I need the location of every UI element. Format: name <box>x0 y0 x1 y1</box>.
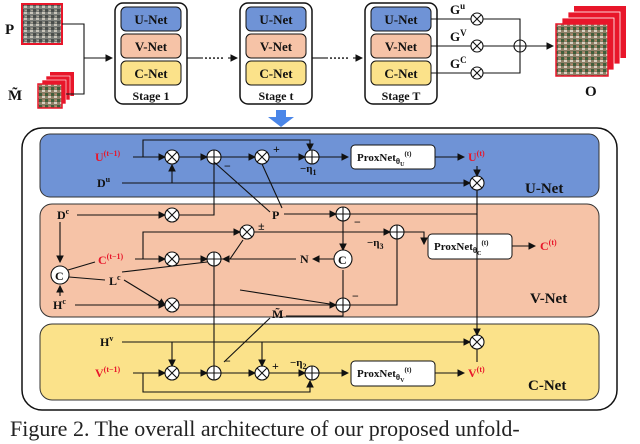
svg-text:ProxNetθC(t): ProxNetθC(t) <box>434 239 489 257</box>
svg-text:V-Net: V-Net <box>260 39 293 54</box>
u-sum-2 <box>304 149 320 165</box>
svg-text:+: + <box>272 359 279 373</box>
eta1-label: −η1 <box>300 163 317 177</box>
ms-image-stack <box>37 72 74 109</box>
c-sum-1 <box>206 365 222 381</box>
gate-u-label: Gu <box>450 1 465 17</box>
v-sum-3 <box>389 224 405 240</box>
v-mul-2 <box>164 251 180 267</box>
v-next-label: V(t) <box>468 365 485 380</box>
svg-text:−: − <box>224 354 231 368</box>
svg-text:C-Net: C-Net <box>259 66 293 81</box>
vnet-panel <box>39 203 600 318</box>
svg-text:V-Net: V-Net <box>135 39 168 54</box>
svg-text:−: − <box>224 159 231 173</box>
p-label: P <box>272 208 279 222</box>
ellipsis-1: ····· <box>204 51 224 65</box>
v-sum-1 <box>335 206 351 222</box>
svg-text:ProxNetθV(t): ProxNetθV(t) <box>357 366 412 384</box>
u-sum-1 <box>206 149 222 165</box>
output-o-label: O <box>585 84 597 100</box>
staget-cnet-block <box>245 60 307 86</box>
c-next-label: C(t) <box>540 238 557 253</box>
expand-arrow-icon <box>268 110 294 127</box>
vnet-panel-title: V-Net <box>530 291 567 307</box>
unet-panel <box>39 133 600 198</box>
m-tilde-label: M̃ <box>272 307 283 321</box>
prox-c-box: ProxNetθC(t) <box>427 233 513 260</box>
u-mul-2 <box>254 149 270 165</box>
lc-label: Lc <box>109 273 121 288</box>
svg-text:−: − <box>354 215 361 229</box>
input-m-label: M̃ <box>8 87 22 104</box>
eta3-label: −η3 <box>367 237 384 251</box>
svg-text:C-Net: C-Net <box>134 66 168 81</box>
stage-t-label: Stage t <box>259 89 294 103</box>
hv-label: Hv <box>100 334 113 349</box>
c-out-mul <box>469 334 485 350</box>
c-mul-2 <box>254 365 270 381</box>
hc-label: Hc <box>53 297 66 312</box>
pan-image <box>21 3 63 45</box>
svg-text:+: + <box>273 142 280 156</box>
u-next-label: U(t) <box>468 149 485 164</box>
gate-c-multiply <box>470 66 484 80</box>
stage-t-box: U-Net V-Net C-Net Stage t <box>239 2 313 105</box>
gate-v-label: GV <box>450 28 467 44</box>
svg-text:U-Net: U-Net <box>134 12 168 27</box>
gate-v-multiply <box>470 39 484 53</box>
staget-vnet-block <box>245 33 307 59</box>
v-mul-4 <box>164 297 180 313</box>
v-sum-2 <box>206 251 222 267</box>
stage-1-label: Stage 1 <box>133 89 170 103</box>
prox-v-box: ProxNetθV(t) <box>350 360 436 387</box>
svg-text:U-Net: U-Net <box>384 12 418 27</box>
gate-c-label: GC <box>450 55 467 71</box>
svg-text:U-Net: U-Net <box>259 12 293 27</box>
gate-u-multiply <box>470 12 484 26</box>
stage1-unet-block <box>120 6 182 32</box>
cnet-panel <box>39 323 600 401</box>
u-prev-label: U(t−1) <box>95 149 121 164</box>
unet-panel-title: U-Net <box>525 181 563 197</box>
n-label: N <box>300 252 309 266</box>
du-label: Du <box>97 175 111 190</box>
figure-caption: Figure 2. The overall architecture of ou… <box>10 416 520 441</box>
stage-T-box: U-Net V-Net C-Net Stage T <box>364 2 438 105</box>
u-out-mul <box>469 175 485 191</box>
staget-unet-block <box>245 6 307 32</box>
stage-T-label: Stage T <box>382 89 421 103</box>
c-prev-label: C(t−1) <box>98 252 124 267</box>
concat-op <box>50 265 70 285</box>
svg-text:−: − <box>352 289 359 303</box>
prox-u-box: ProxNetθU(t) <box>350 144 436 170</box>
c-mul-1 <box>164 365 180 381</box>
gate-sum <box>513 39 527 53</box>
svg-text:±: ± <box>258 219 265 233</box>
eta2-label: −η2 <box>290 357 307 371</box>
svg-text:C-Net: C-Net <box>384 66 418 81</box>
svg-text:C: C <box>55 269 64 283</box>
v-sum-4 <box>335 297 351 313</box>
svg-text:ProxNetθU(t): ProxNetθU(t) <box>357 150 412 168</box>
cnet-panel-title: C-Net <box>528 378 566 394</box>
stage1-cnet-block <box>120 60 182 86</box>
svg-text:V-Net: V-Net <box>385 39 418 54</box>
stage1-vnet-block <box>120 33 182 59</box>
ellipsis-2: ····· <box>329 51 349 65</box>
u-mul-1 <box>164 149 180 165</box>
c-sum-2 <box>304 365 320 381</box>
output-image-stack <box>555 6 626 77</box>
v-mul-3 <box>239 224 255 240</box>
svg-text:C: C <box>338 253 347 267</box>
dc-label: Dc <box>57 207 70 222</box>
stage-1-box: U-Net V-Net C-Net Stage 1 <box>114 2 188 105</box>
v-prev-label: V(t−1) <box>95 365 121 380</box>
v-mul-1 <box>164 207 180 223</box>
input-p-label: P <box>5 22 14 38</box>
